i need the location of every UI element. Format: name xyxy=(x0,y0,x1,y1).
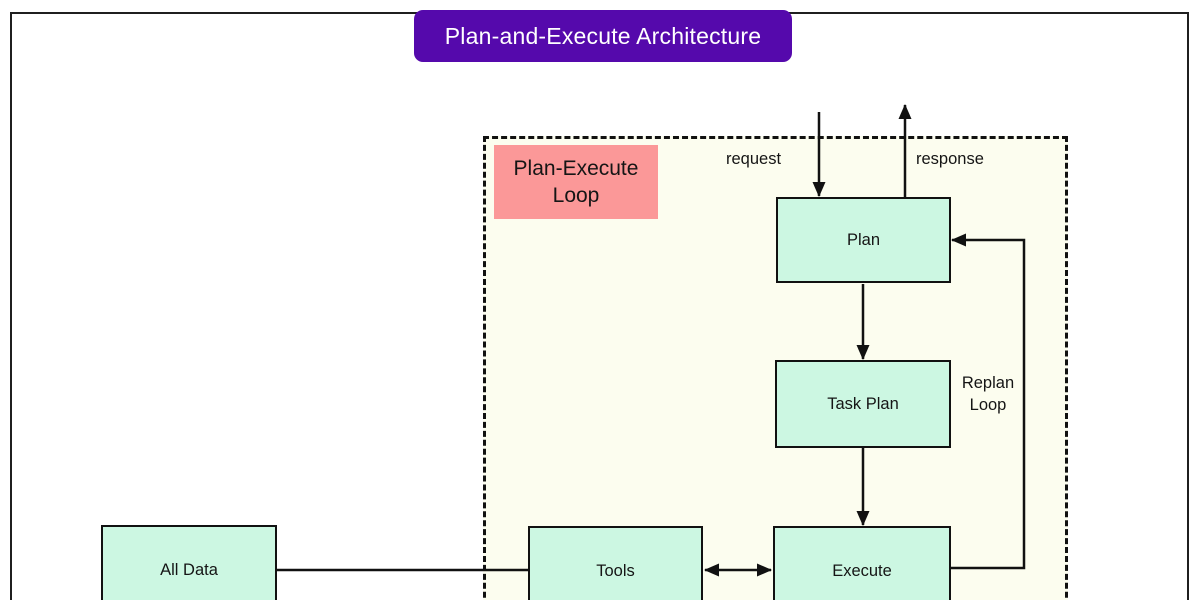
diagram-title-text: Plan-and-Execute Architecture xyxy=(444,22,762,49)
node-all-data: All Data xyxy=(101,525,277,600)
node-plan: Plan xyxy=(776,197,951,283)
plan-execute-loop-label: Plan-Execute Loop xyxy=(494,145,658,219)
node-plan-label: Plan xyxy=(846,230,881,249)
request-edge-label: request xyxy=(726,150,782,168)
loop-label-line2: Loop xyxy=(552,184,600,207)
node-tools-label: Tools xyxy=(596,561,635,580)
node-task-plan-label: Task Plan xyxy=(827,394,899,413)
loop-label-line1: Plan-Execute xyxy=(513,156,639,180)
diagram-title: Plan-and-Execute Architecture xyxy=(414,10,792,62)
node-task-plan: Task Plan xyxy=(775,360,951,448)
node-execute-label: Execute xyxy=(832,561,892,580)
node-tools: Tools xyxy=(528,526,703,600)
replan-loop-edge-label: Replan Loop xyxy=(952,372,1024,417)
node-execute: Execute xyxy=(773,526,951,600)
response-edge-label: response xyxy=(916,150,984,168)
replan-label-line1: Replan xyxy=(961,374,1015,392)
node-all-data-label: All Data xyxy=(160,560,218,579)
replan-label-line2: Loop xyxy=(969,396,1007,415)
